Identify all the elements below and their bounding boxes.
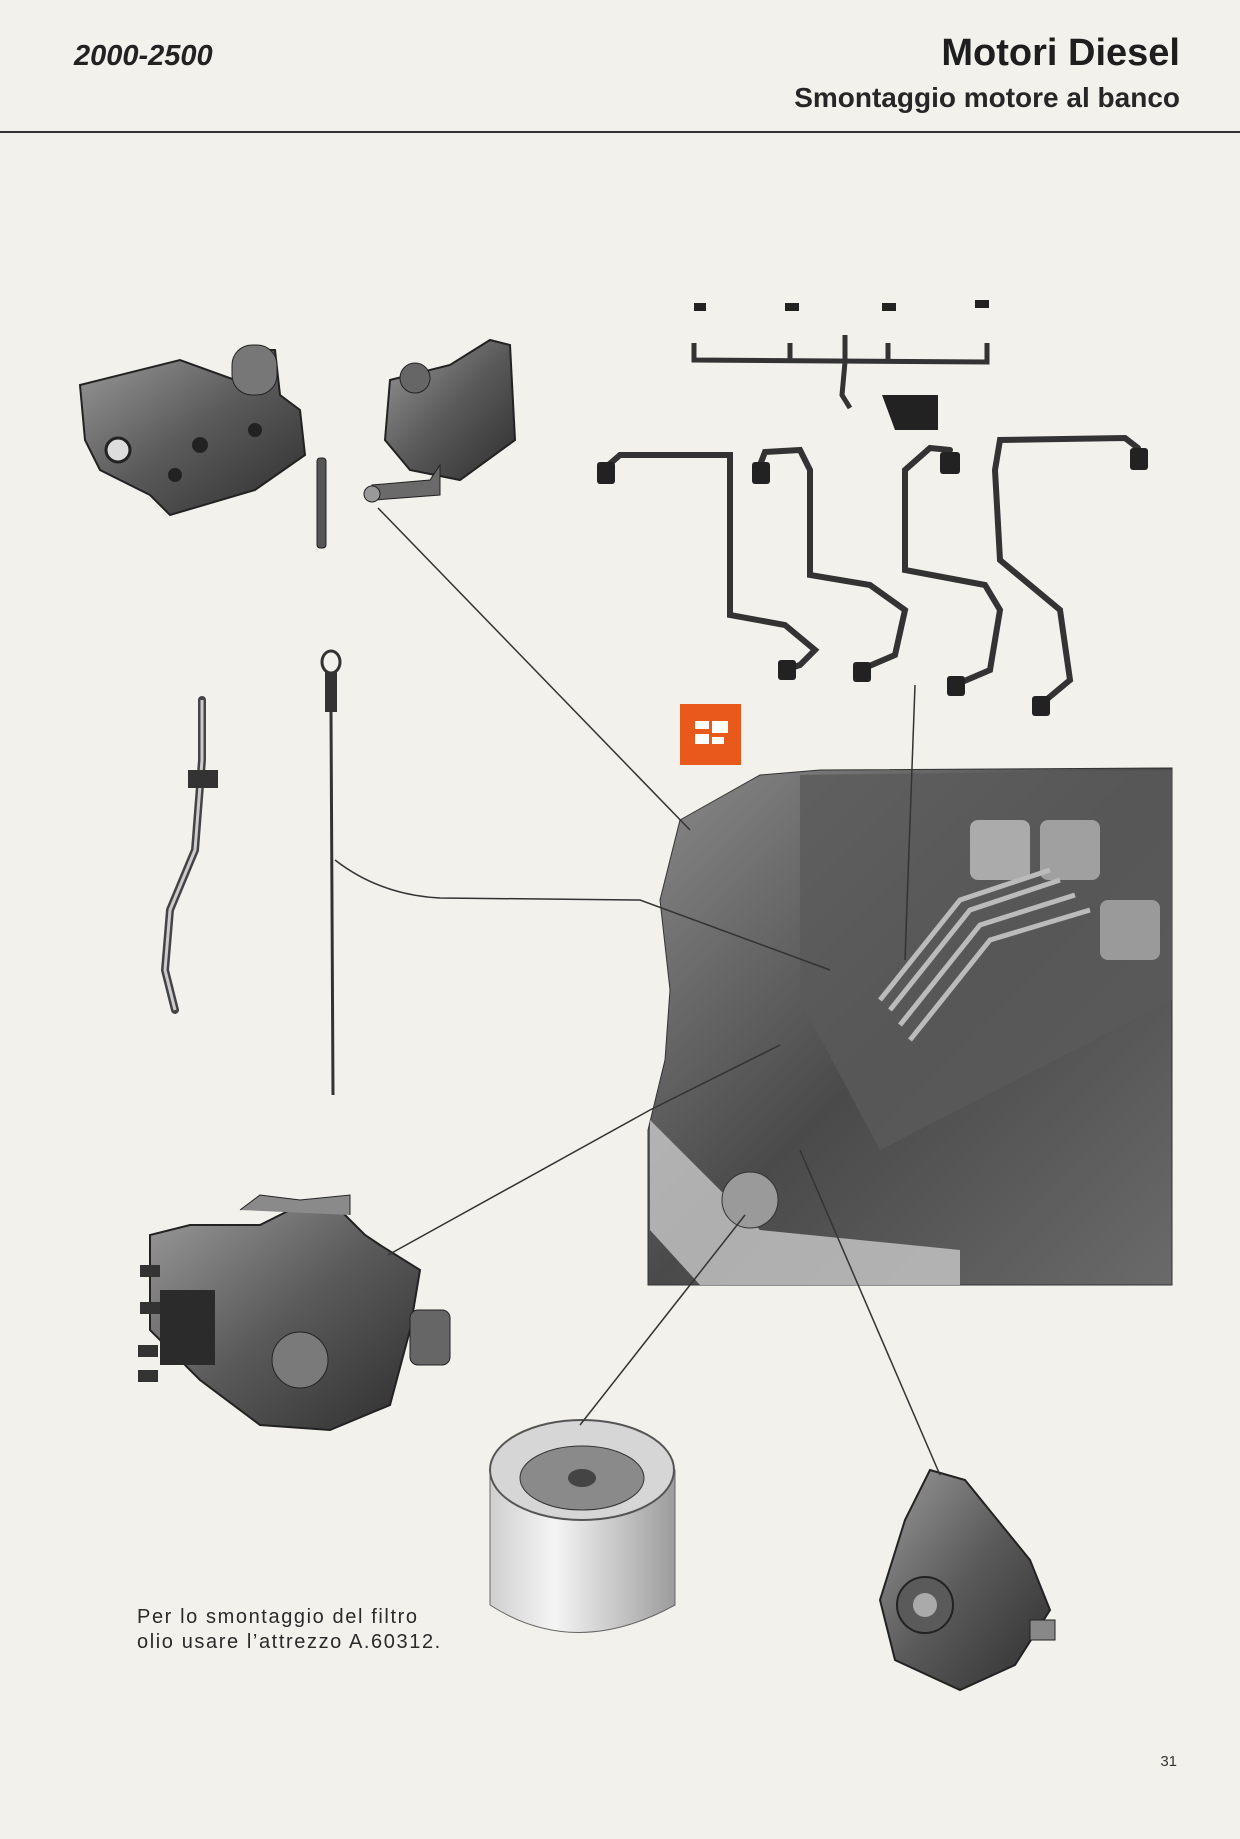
oil-filter-caption: Per lo smontaggio del filtro olio usare …	[137, 1606, 442, 1653]
clamp-bracket-part	[882, 395, 938, 430]
pipe-fittings	[597, 448, 1148, 716]
header-rule	[0, 131, 1240, 133]
injection-pump-part	[138, 1194, 451, 1432]
section-badge	[680, 704, 741, 765]
dipstick-tube-part	[160, 696, 218, 1014]
engine-photo	[647, 767, 1173, 1286]
leak-off-manifold-part	[691, 335, 990, 410]
model-range: 2000-2500	[74, 40, 213, 72]
dowel-pin-part	[316, 457, 327, 549]
mounting-bracket-part	[78, 344, 307, 517]
oil-filter-part	[489, 1419, 676, 1633]
page-title: Motori Diesel	[941, 32, 1180, 74]
engine-section-icon	[695, 721, 728, 744]
page-number: 31	[1160, 1753, 1177, 1770]
injector-bolts-row	[694, 300, 989, 311]
injection-pipes-part	[602, 434, 1141, 708]
vacuum-pump-part	[878, 1468, 1056, 1692]
dipstick-part	[320, 649, 342, 1096]
page-header: 2000-2500 Motori Diesel Smontaggio motor…	[0, 0, 1240, 135]
leader-lines	[334, 507, 941, 1476]
page-subtitle: Smontaggio motore al banco	[794, 82, 1180, 113]
feed-pump-part	[363, 338, 517, 503]
